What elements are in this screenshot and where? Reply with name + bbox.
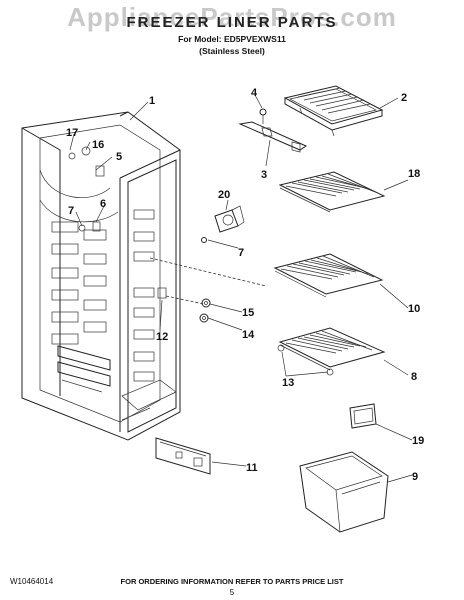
- callout-3: 3: [261, 169, 267, 181]
- finish-line: (Stainless Steel): [199, 46, 265, 56]
- wire-shelf-upper: [278, 171, 386, 213]
- knob-parts: [199, 237, 211, 323]
- shelf-bracket: [238, 121, 308, 153]
- callout-18: 18: [408, 168, 420, 180]
- page-title: FREEZER LINER PARTS: [126, 14, 338, 31]
- document-number: W10464014: [10, 577, 54, 586]
- model-line: For Model: ED5PVEXWS11: [178, 34, 286, 44]
- callout-19: 19: [412, 435, 424, 447]
- page-number: 5: [229, 588, 235, 597]
- wire-shelf-middle: [273, 253, 384, 298]
- callout-14: 14: [242, 329, 255, 341]
- callout-17: 17: [66, 127, 78, 139]
- callout-4: 4: [251, 87, 258, 99]
- callout-6: 6: [100, 198, 106, 210]
- callout-11: 11: [246, 462, 258, 474]
- callout-10: 10: [408, 303, 420, 315]
- callout-7b: 7: [238, 247, 244, 259]
- glass-shelf: [283, 85, 384, 137]
- light-socket: [214, 205, 245, 233]
- callout-7a: 7: [68, 205, 74, 217]
- callout-5: 5: [116, 151, 122, 163]
- freezer-liner: [21, 111, 181, 441]
- freezer-bin: [299, 451, 389, 533]
- callout-12: 12: [156, 331, 168, 343]
- callout-20: 20: [218, 189, 230, 201]
- ordering-info: FOR ORDERING INFORMATION REFER TO PARTS …: [120, 577, 344, 586]
- callout-15: 15: [242, 307, 254, 319]
- callout-1: 1: [149, 95, 155, 107]
- wire-shelf-lower: [277, 327, 386, 376]
- pan-divider: [349, 403, 377, 429]
- callout-16: 16: [92, 139, 104, 151]
- callout-13: 13: [282, 377, 294, 389]
- callout-8: 8: [411, 371, 417, 383]
- door-rail: [155, 437, 211, 475]
- callout-2: 2: [401, 92, 407, 104]
- watermark: AppliancePartsPros.com: [67, 2, 397, 32]
- callout-9: 9: [412, 471, 418, 483]
- screw-4: [259, 108, 267, 124]
